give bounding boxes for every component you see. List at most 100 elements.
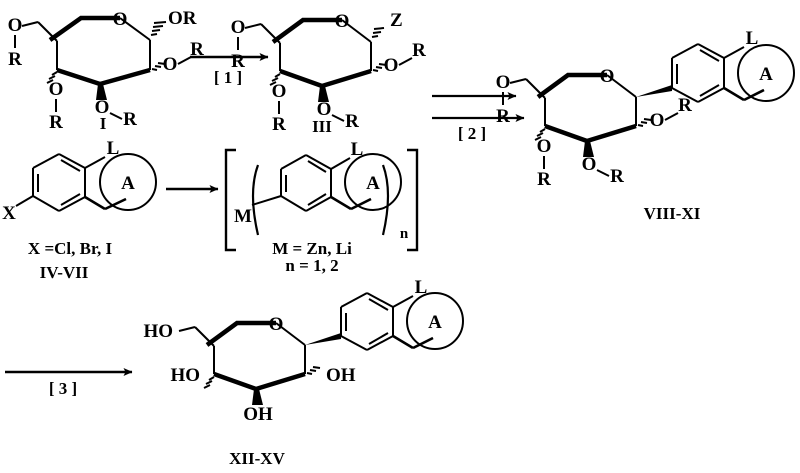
- structure-IV-VII: [15, 153, 157, 212]
- ho4-label-12: HO: [170, 365, 200, 386]
- ring-bond-front-left: [48, 15, 120, 42]
- r2-label-III: R: [412, 40, 426, 61]
- aryl-bond-6-int: [280, 195, 307, 212]
- structure-VIII-XI: [502, 43, 795, 177]
- ring-A-label-4: A: [121, 173, 135, 194]
- structure-label-XII-XV: XII-XV: [229, 449, 285, 468]
- aryl-inner-bond-3: [699, 84, 720, 97]
- c4-hash-wedge-III: [269, 73, 281, 86]
- bond-C6-O6-III: [244, 23, 262, 29]
- aryl-inner-3-12: [368, 332, 389, 345]
- r6-label-I: R: [8, 49, 22, 70]
- arrow-1-group: [ 1 ]: [190, 53, 269, 87]
- aryl-bond-2-12: [340, 292, 368, 308]
- aryl-inner-3-int: [307, 193, 327, 206]
- bond-aryl-X-4: [15, 195, 34, 207]
- c4-hash-wedge-12: [203, 376, 215, 389]
- bond-CH2-ringA-int: [350, 197, 372, 211]
- o4-label-III: O: [272, 81, 287, 102]
- ring-bond-C2-C3-III: [321, 68, 372, 89]
- ring-bond-O-C1-III: [341, 19, 372, 43]
- arrow-2-label: [ 2 ]: [458, 124, 486, 143]
- bond-C5-C6-12: [194, 326, 215, 347]
- bond-aryl-L-4: [84, 156, 106, 169]
- r2-label-I: R: [190, 39, 204, 60]
- ring-oxygen-label-12: O: [269, 314, 284, 335]
- l-label-8: L: [746, 28, 759, 49]
- anomeric-z-label-III: Z: [390, 10, 403, 31]
- structure-label-VIII-XI: VIII-XI: [644, 204, 701, 223]
- paren-right: [381, 164, 390, 236]
- bond-aryl-L-8: [723, 46, 745, 59]
- structure-label-I: I: [100, 114, 107, 133]
- c4-hash-wedge-8: [534, 128, 546, 141]
- r6-label-8: R: [496, 106, 510, 127]
- m-definition-caption: M = Zn, Li: [272, 239, 352, 258]
- o6-label-III: O: [231, 17, 246, 38]
- aryl-bond-2: [671, 43, 699, 59]
- bond-aryl-CH2-12: [392, 334, 414, 350]
- ring-A-circle-12: [406, 292, 464, 350]
- bond-C5-C6-8: [525, 78, 546, 99]
- structure-III: [237, 17, 413, 122]
- anomeric-bold-wedge-12: [305, 333, 341, 345]
- aryl-bond-5-4: [58, 196, 86, 212]
- bond-C5-C6: [37, 21, 58, 42]
- ring-bond-C3-C4-III: [279, 68, 323, 89]
- structure-I-labels: O OR O R O R O R O R I: [8, 8, 205, 133]
- aryl-bond-2-int: [280, 154, 307, 170]
- r4-label-I: R: [49, 112, 63, 133]
- c3-bold-wedge-8: [583, 141, 594, 157]
- aryl-bond-3-4: [58, 153, 86, 169]
- structure-intermediate-labels: M L A n M = Zn, Li n = 1, 2: [234, 139, 409, 275]
- bond-O2-R2-III: [398, 57, 413, 66]
- n-subscript-label: n: [400, 226, 409, 242]
- c3-bold-wedge-III: [318, 86, 329, 102]
- bond-O3-R3-III: [331, 114, 345, 122]
- c3-bold-wedge: [96, 84, 107, 100]
- bond-O2-R2-8: [664, 112, 679, 121]
- ring-A-label-12: A: [428, 312, 442, 333]
- x-definition-caption: X =Cl, Br, I: [28, 239, 113, 258]
- oh2-label-12: OH: [326, 365, 356, 386]
- anomeric-hash-wedge: [150, 21, 167, 36]
- structure-I: [14, 15, 192, 120]
- ring-bond-C2-C3-8: [586, 123, 637, 144]
- r6-label-III: R: [231, 51, 245, 72]
- ring-bond-C2-C3-12: [255, 371, 306, 392]
- structure-VIII-XI-labels: O O R O R O R O R L A VIII-XI: [496, 28, 774, 223]
- aryl-inner-2-int: [307, 160, 327, 173]
- l-label-4: L: [107, 138, 120, 159]
- bond-O2-R2: [177, 56, 192, 65]
- ring-A-circle-8: [737, 44, 795, 102]
- anomeric-or-label-I: OR: [168, 8, 197, 29]
- r4-label-8: R: [537, 169, 551, 190]
- ring-A-circle-int: [344, 153, 402, 211]
- aryl-bond-3-12: [366, 292, 394, 308]
- aryl-bond-6-4: [32, 195, 60, 212]
- bond-C5-C6-III: [260, 23, 281, 44]
- aryl-bond-6: [671, 87, 699, 103]
- c3-bold-wedge-12: [252, 389, 263, 405]
- bond-C6-O6: [21, 21, 39, 27]
- o3-label-III: O: [317, 99, 332, 120]
- ring-bond-C3-C4-12: [213, 371, 257, 392]
- bond-aryl-CH2-8: [723, 86, 745, 102]
- aryl-bond-2-4: [32, 153, 60, 169]
- r3-label-8: R: [610, 166, 624, 187]
- ring-oxygen-label-III: O: [335, 11, 350, 32]
- structure-III-labels: O Z O R O R O R O R III: [231, 10, 427, 136]
- aryl-bond-5-int: [305, 196, 332, 212]
- l-label-int: L: [351, 139, 364, 160]
- x-label-4: X: [2, 203, 16, 224]
- aryl-bond-5: [697, 87, 725, 103]
- c2-hash-wedge-III: [372, 63, 387, 72]
- structure-intermediate: [224, 148, 419, 252]
- aryl-inner-2-12: [368, 298, 389, 311]
- structure-XII-XV: [178, 292, 464, 405]
- m-label-int: M: [234, 206, 252, 227]
- o2-label-III: O: [384, 55, 399, 76]
- aryl-inner-bond-2: [699, 49, 720, 62]
